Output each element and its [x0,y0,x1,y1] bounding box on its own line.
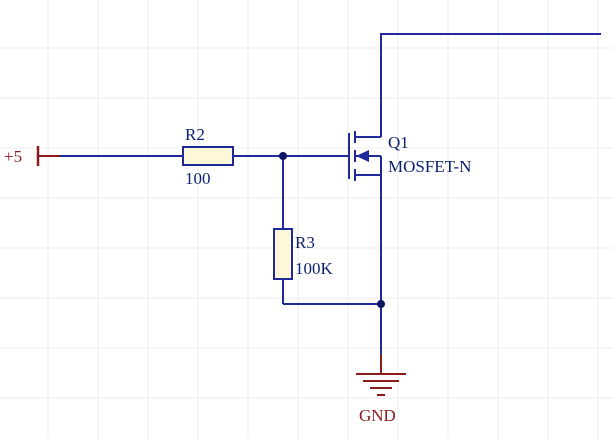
r2-value: 100 [185,169,211,188]
wires [60,33,601,354]
supply-label: +5 [4,147,22,166]
ground-symbol-icon [356,354,406,396]
resistor-r2-icon [182,146,234,166]
junction-dot-icon [279,152,287,160]
r2-designator: R2 [185,125,205,144]
n-mosfet-icon [348,131,382,181]
junction-dot-icon [377,300,385,308]
resistor-r3-icon [273,228,293,280]
r3-designator: R3 [295,233,315,252]
r3-value: 100K [295,259,334,278]
q1-designator: Q1 [388,133,409,152]
power-port-bar-icon [36,146,60,166]
wire-drain-to-output [380,33,601,137]
ground-label: GND [359,406,396,425]
q1-value: MOSFET-N [388,157,471,176]
